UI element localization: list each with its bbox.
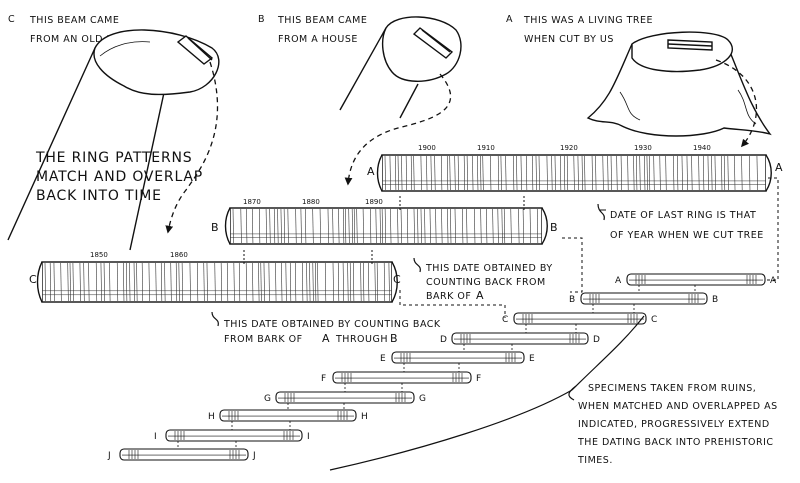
headline-line-1: THE RING PATTERNS <box>35 150 192 166</box>
sequence-connectors <box>399 177 779 318</box>
count-from-a-note-2: COUNTING BACK FROM <box>426 277 546 288</box>
beam-b-letter: B <box>258 14 265 25</box>
count-from-a-note-1: THIS DATE OBTAINED BY <box>425 263 553 274</box>
count-through-note-2: FROM BARK OF <box>224 334 303 345</box>
beam-c-right-letter: C <box>393 273 401 286</box>
specimens-note-5: TIMES. <box>577 455 613 466</box>
beam-b-left-letter: B <box>211 221 219 234</box>
specimen-label-left: E <box>380 354 386 364</box>
specimen-label-right: D <box>593 335 600 345</box>
count-through-note-1: THIS DATE OBTAINED BY COUNTING BACK <box>223 319 441 330</box>
specimen-label-left: J <box>107 451 111 461</box>
beam-b-caption-2: FROM A HOUSE <box>278 34 358 45</box>
beam-c-left-letter: C <box>29 273 37 286</box>
last-ring-bracket <box>597 203 605 221</box>
specimen-label-left: F <box>321 374 326 384</box>
year-1920: 1920 <box>560 144 578 152</box>
count-from-a-note-3: BARK OF <box>426 291 471 302</box>
beam-a-core <box>376 154 772 192</box>
beam-a-right-letter: A <box>775 161 783 174</box>
count-through-bracket <box>211 311 219 327</box>
count-through-letter-a: A <box>322 332 330 345</box>
specimens-note-3: INDICATED, PROGRESSIVELY EXTEND <box>578 419 770 430</box>
year-1930: 1930 <box>634 144 652 152</box>
headline-line-3: BACK INTO TIME <box>36 188 162 204</box>
year-1940: 1940 <box>693 144 711 152</box>
year-1910: 1910 <box>477 144 495 152</box>
specimen-label-right: H <box>361 412 368 422</box>
headline-line-2: MATCH AND OVERLAP <box>36 169 203 185</box>
specimen-label-left: A <box>615 276 622 286</box>
beam-c-link <box>165 61 219 234</box>
specimen-label-right: J <box>252 451 256 461</box>
year-1860: 1860 <box>170 251 188 259</box>
tree-a-letter: A <box>506 14 513 25</box>
beam-c-sketch <box>7 29 220 251</box>
specimens-note-4: THE DATING BACK INTO PREHISTORIC <box>577 437 774 448</box>
specimen-label-left: H <box>208 412 215 422</box>
year-1880: 1880 <box>302 198 320 206</box>
beam-b-sketch <box>339 16 462 119</box>
beam-a-left-letter: A <box>367 165 375 178</box>
beam-c-caption-2: FROM AN OLD HOUSE <box>30 34 143 45</box>
beam-c-letter: C <box>8 14 15 25</box>
count-from-a-letter: A <box>476 289 484 302</box>
tree-a-link <box>715 59 758 148</box>
specimen-label-right: F <box>476 374 481 384</box>
specimen-label-right: C <box>651 315 657 325</box>
specimen-label-right: G <box>419 394 426 404</box>
specimen-label-left: C <box>502 315 508 325</box>
count-through-note-3: THROUGH <box>335 334 388 345</box>
specimens-note-1: SPECIMENS TAKEN FROM RUINS, <box>588 383 756 394</box>
count-from-a-bracket <box>413 257 421 273</box>
specimens-note-2: WHEN MATCHED AND OVERLAPPED AS <box>578 401 778 412</box>
last-ring-note-2: OF YEAR WHEN WE CUT TREE <box>610 230 764 241</box>
beam-c-caption-1: THIS BEAM CAME <box>29 15 119 26</box>
specimen-label-right: A <box>770 276 777 286</box>
beam-b-core <box>224 207 548 245</box>
beam-b-caption-1: THIS BEAM CAME <box>277 15 367 26</box>
specimen-label-right: B <box>712 295 718 305</box>
tree-a-caption-2: WHEN CUT BY US <box>524 34 614 45</box>
year-1890: 1890 <box>365 198 383 206</box>
beam-b-link <box>344 73 452 186</box>
last-ring-note-1: DATE OF LAST RING IS THAT <box>610 210 756 221</box>
count-through-letter-b: B <box>390 332 398 345</box>
year-1850: 1850 <box>90 251 108 259</box>
year-1870: 1870 <box>243 198 261 206</box>
specimen-label-right: E <box>529 354 535 364</box>
year-1900: 1900 <box>418 144 436 152</box>
specimens-pointer <box>329 315 645 471</box>
specimen-label-left: D <box>440 335 447 345</box>
tree-a-caption-1: THIS WAS A LIVING TREE <box>523 15 653 26</box>
beam-b-right-letter: B <box>550 221 558 234</box>
beam-c-core <box>36 261 398 303</box>
specimen-label-left: G <box>264 394 271 404</box>
specimen-label-left: B <box>569 295 575 305</box>
specimen-label-right: I <box>307 432 310 442</box>
specimen-label-left: I <box>154 432 157 442</box>
tree-a-stump <box>586 31 772 137</box>
